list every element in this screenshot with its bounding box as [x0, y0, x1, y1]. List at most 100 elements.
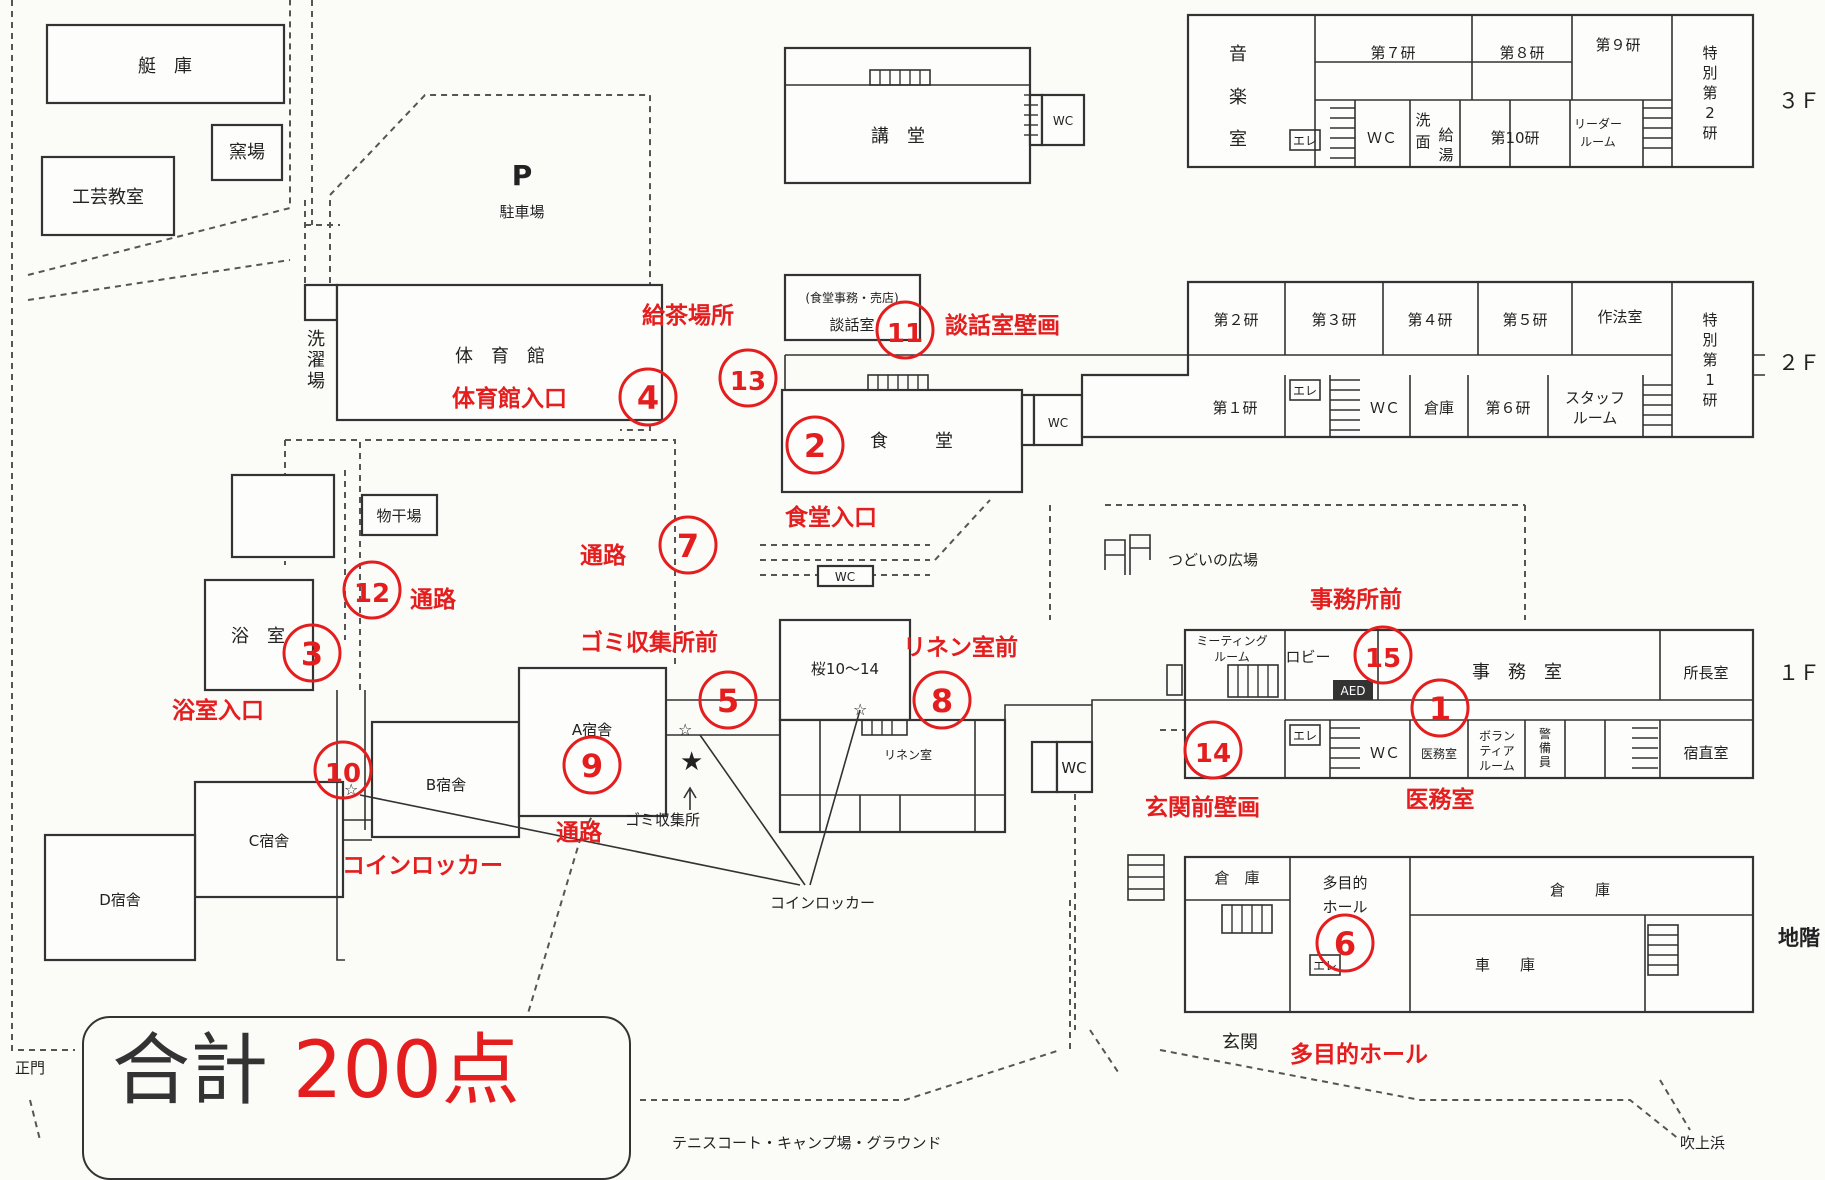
stairs-auditorium-2 — [1024, 94, 1038, 136]
point-12-label: 通路 — [410, 586, 457, 613]
stairs-3f-a — [1330, 107, 1355, 159]
point-15-label: 事務所前 — [1310, 586, 1402, 613]
volunteer-room-label: ボランティアルーム — [1479, 729, 1515, 773]
svg-text:14: 14 — [1195, 739, 1231, 769]
floor-1f-label: １Ｆ — [1778, 661, 1820, 685]
gym: 体 育 館 洗濯場 — [303, 283, 664, 422]
auditorium: 講 堂 WC — [783, 46, 1086, 185]
etiquette-room-label: 作法室 — [1597, 308, 1642, 326]
basement-floor-label: 地階 — [1778, 926, 1820, 950]
svg-text:10: 10 — [325, 759, 361, 789]
plaza: つどいの広場 — [1104, 534, 1258, 575]
wc-mid-label: WC — [1061, 759, 1086, 777]
stairs-2f-b — [1643, 384, 1672, 426]
point-2: 2 食堂入口 — [785, 415, 877, 531]
stairs-3f-b — [1643, 107, 1672, 149]
boundary-paths — [11, 0, 1691, 1152]
stairs-canteen — [867, 374, 929, 391]
canteen-label-dou: 堂 — [935, 431, 953, 452]
room-8-label: 第８研 — [1499, 44, 1544, 62]
night-duty-room-label: 宿直室 — [1683, 744, 1728, 762]
wc-canteen-label: WC — [1048, 416, 1068, 430]
point-10: 10 コインロッカー — [313, 740, 503, 879]
point-6: 6 多目的ホール — [1290, 913, 1428, 1068]
coin-locker-leader-lines — [359, 709, 861, 886]
boathouse-label: 艇 庫 — [138, 56, 192, 77]
medical-room-label: 医務室 — [1421, 746, 1457, 761]
drying-area-label: 物干場 — [376, 507, 421, 525]
svg-text:1: 1 — [1429, 690, 1451, 728]
wc-auditorium-label: WC — [1053, 114, 1073, 128]
svg-text:6: 6 — [1334, 925, 1356, 963]
svg-text:3: 3 — [301, 635, 323, 673]
garbage-station-label: ゴミ収集所 — [625, 811, 700, 829]
wash-3f: 洗面 — [1415, 111, 1430, 151]
leader-room-label: リーダールーム — [1574, 116, 1622, 149]
elevator-2f: エレ — [1293, 384, 1317, 398]
stairs-1f-a — [1330, 727, 1360, 769]
stairs-1f-meeting — [1227, 664, 1279, 698]
total-value: 200点 — [292, 1026, 520, 1116]
coin-locker-label: コインロッカー — [770, 894, 875, 912]
point-2-label: 食堂入口 — [785, 504, 877, 531]
gym-label: 体 育 館 — [455, 346, 545, 367]
basement-building: 倉 庫 多目的ホール エレ 倉 庫 車 庫 地階 玄関 — [1127, 854, 1820, 1053]
point-3: 3 浴室入口 — [172, 623, 342, 724]
garbage-star-icon: ★ — [680, 747, 703, 777]
total-score: 合計 200点 — [112, 1032, 520, 1110]
parking-icon: P — [512, 159, 533, 192]
svg-text:13: 13 — [730, 367, 766, 397]
room-6-label: 第６研 — [1485, 399, 1530, 417]
floor2-building: 第２研 第３研 第４研 第５研 作法室 第１研 エレ ＷＣ 倉庫 第６研 スタッ… — [1080, 280, 1820, 439]
stairs-mid — [861, 719, 908, 736]
star-outline-icon-2: ☆ — [853, 700, 867, 719]
star-outline-icon: ☆ — [678, 720, 692, 739]
point-15: 15 事務所前 — [1310, 586, 1413, 685]
point-7-label: 通路 — [580, 542, 627, 569]
room-2-label: 第２研 — [1213, 311, 1258, 329]
canteen-office-label: (食堂事務・売店) — [805, 290, 898, 305]
stairs-basement-a — [1221, 904, 1273, 934]
elevator-basement: エレ — [1313, 959, 1337, 973]
point-8: 8 リネン室前 — [903, 634, 1018, 730]
svg-text:12: 12 — [354, 579, 390, 609]
point-11-label: 談話室壁画 — [945, 312, 1060, 339]
dorm-area: 物干場 浴 室 B宿舎 A宿舎 C宿舎 D宿舎 — [43, 473, 780, 962]
point-9: 9 通路 — [556, 735, 622, 846]
parking-label: 駐車場 — [499, 203, 544, 221]
point-12: 12 通路 — [342, 560, 457, 620]
room-9-label: 第９研 — [1595, 36, 1640, 54]
floor1-building: ミーティングルーム ロビー AED 事 務 室 所長室 エレ ＷＣ 医務室 ボラ… — [1166, 628, 1820, 780]
markers: ★ ☆ ☆ ☆ — [344, 700, 867, 886]
point-9-label: 通路 — [556, 819, 603, 846]
total-label: 合計 — [112, 1026, 269, 1116]
dorm-a-label: A宿舎 — [572, 721, 612, 739]
point-6-label: 多目的ホール — [1290, 1041, 1428, 1068]
director-room-label: 所長室 — [1683, 664, 1728, 682]
svg-text:9: 9 — [581, 747, 603, 785]
bath-label: 浴 室 — [231, 626, 285, 647]
stairs-basement-b — [1647, 924, 1679, 976]
wc-2f: ＷＣ — [1370, 399, 1400, 417]
point-4: 4 体育館入口 — [452, 367, 678, 427]
point-5-label: ゴミ収集所前 — [580, 629, 718, 656]
auditorium-label: 講 堂 — [871, 126, 925, 147]
elevator-1f: エレ — [1293, 729, 1317, 743]
floor-2f-label: ２Ｆ — [1778, 351, 1820, 375]
point-10-label: コインロッカー — [342, 853, 503, 879]
laundry-label: 洗濯場 — [307, 329, 325, 392]
meeting-room-label: ミーティングルーム — [1196, 634, 1267, 664]
parking: P 駐車場 — [499, 159, 544, 221]
point-3-label: 浴室入口 — [172, 697, 264, 724]
plaza-label: つどいの広場 — [1168, 551, 1258, 569]
kiln-label: 窯場 — [229, 142, 265, 163]
wc-3f: ＷＣ — [1367, 129, 1397, 147]
svg-text:5: 5 — [717, 682, 739, 720]
wc-1f: ＷＣ — [1370, 744, 1400, 762]
main-gate-label: 正門 — [15, 1059, 45, 1077]
lobby-label: ロビー — [1285, 648, 1330, 666]
room-3-label: 第３研 — [1311, 311, 1356, 329]
svg-text:4: 4 — [637, 379, 659, 417]
